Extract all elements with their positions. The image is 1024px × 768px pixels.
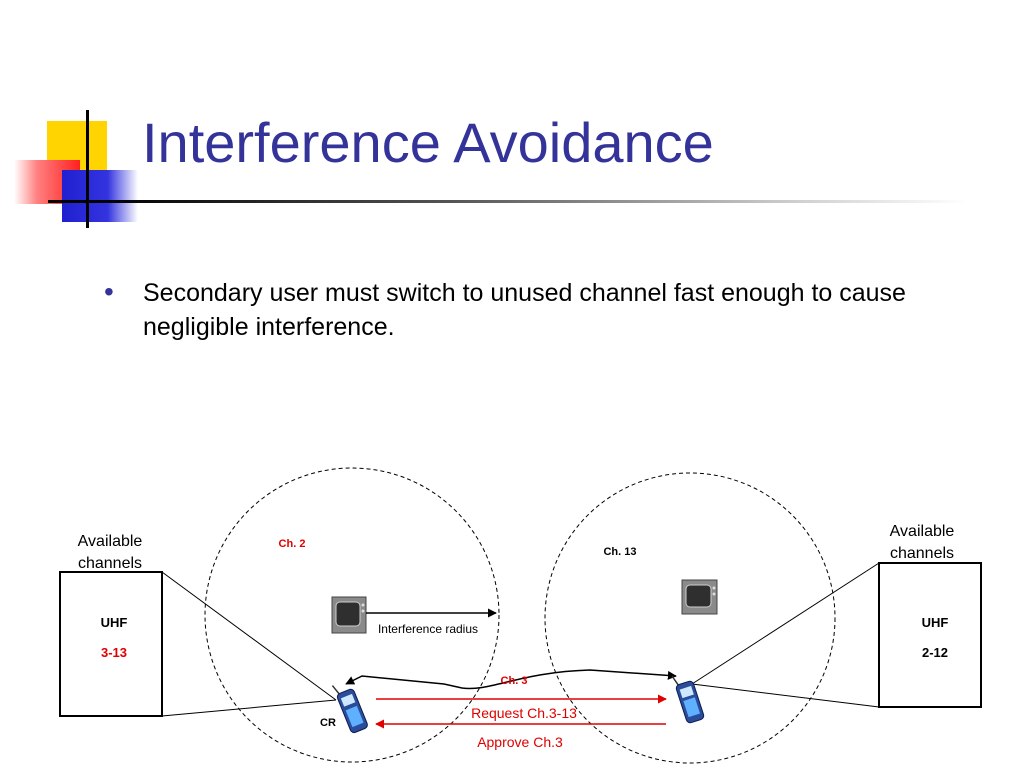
decor-blue-square: [62, 170, 138, 222]
left-box-top-connector: [161, 571, 337, 701]
right-range-label: 2-12: [922, 645, 948, 660]
link-channel-label: Ch. 3: [501, 675, 528, 687]
right-box-bottom-connector: [691, 683, 880, 708]
left-band-label: UHF: [101, 615, 128, 630]
right-cell-channel: Ch. 13: [603, 546, 636, 558]
left-tv-icon: [331, 596, 367, 634]
right-tv-icon: [681, 579, 718, 615]
left-phone-icon: [331, 685, 368, 734]
left-cell-channel: Ch. 2: [279, 538, 306, 550]
left-coverage-circle: [204, 467, 500, 763]
right-available-line2: channels: [890, 545, 954, 562]
right-band-label: UHF: [922, 615, 949, 630]
interference-radius-label: Interference radius: [378, 622, 478, 636]
right-channels-box: [878, 562, 982, 708]
decor-vertical-line: [86, 110, 89, 228]
right-box-top-connector: [691, 562, 880, 685]
right-available-line1: Available: [890, 523, 955, 540]
right-coverage-circle: [544, 472, 836, 764]
slide-title: Interference Avoidance: [142, 111, 714, 174]
cr-label: CR: [320, 717, 336, 729]
right-phone-icon: [671, 675, 705, 724]
bullet-marker: •: [104, 276, 114, 307]
left-channels-box: [59, 571, 163, 717]
left-box-bottom-connector: [161, 699, 337, 717]
approve-label: Approve Ch.3: [477, 734, 563, 750]
bullet-text: Secondary user must switch to unused cha…: [143, 279, 906, 341]
left-range-label: 3-13: [101, 645, 127, 660]
request-label: Request Ch.3-13: [471, 705, 577, 721]
link-channel-path: [345, 669, 677, 690]
decor-horizontal-line: [48, 200, 108, 203]
left-available-line2: channels: [78, 555, 142, 572]
left-available-line1: Available: [78, 533, 143, 550]
title-underline: [108, 200, 968, 203]
